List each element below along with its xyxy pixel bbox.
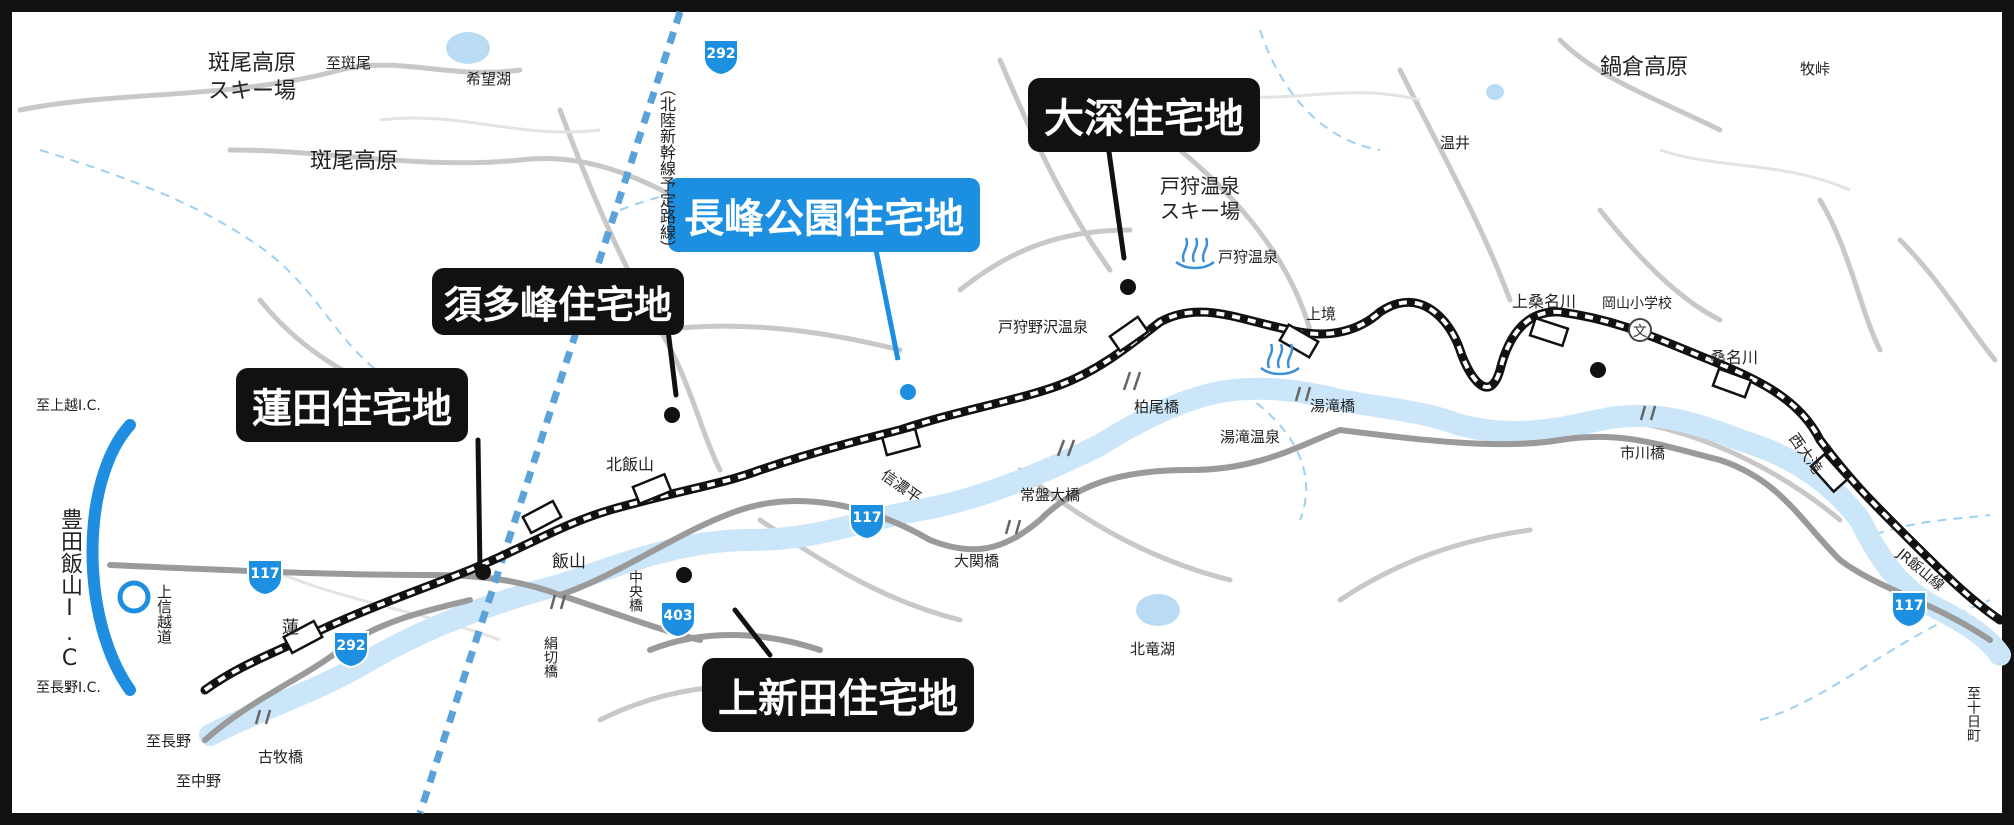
interchange-marker — [117, 580, 151, 614]
label-kita-iiyama: 北飯山 — [606, 455, 655, 474]
label-yutaki-onsen: 湯滝温泉 — [1220, 428, 1281, 446]
expressway-arc — [86, 419, 136, 696]
label-to-nakano: 至中野 — [176, 772, 222, 790]
label-kinugiri-bridge: 絹切橋 — [542, 636, 558, 678]
shinkansen-line — [416, 10, 684, 815]
point-hasuda — [475, 564, 491, 580]
label-kashio-bridge: 柏尾橋 — [1134, 398, 1180, 416]
label-komaki-bridge: 古牧橋 — [258, 748, 304, 766]
point-sutamine — [664, 407, 680, 423]
station-hasu — [282, 619, 324, 655]
label-ic: 豊田飯山I.C. — [57, 508, 82, 696]
label-togari-nozawa: 戸狩野沢温泉 — [998, 318, 1089, 336]
label-madarao-kogen: 斑尾高原 — [310, 149, 399, 174]
point-kamishinden — [676, 567, 692, 583]
station-kamikuwanagawa — [1528, 316, 1570, 348]
stations — [282, 315, 1849, 655]
point-nagamine — [900, 384, 916, 400]
point-omiyama — [1120, 279, 1136, 295]
label-nukui: 温井 — [1440, 134, 1471, 152]
label-chuo-bridge: 中央橋 — [627, 570, 643, 612]
label-madarao-ski: 斑尾高原 スキー場 — [208, 51, 297, 104]
label-hokuryu-lake: 北竜湖 — [1130, 640, 1176, 658]
callout-hasuda[interactable]: 蓮田住宅地 — [236, 368, 468, 442]
route-117-shield-mid: 117 — [846, 500, 888, 540]
label-kamisakai: 上境 — [1306, 305, 1337, 323]
pond-shape — [1486, 84, 1504, 100]
school-marker — [1628, 318, 1652, 342]
route-117-shield-left: 117 — [244, 556, 286, 596]
label-nabekura: 鍋倉高原 — [1600, 55, 1689, 80]
label-to-joetsu: 至上越I.C. — [36, 398, 101, 414]
label-iiyama: 飯山 — [552, 552, 586, 572]
point-kuwanagawa — [1590, 362, 1606, 378]
station-nishiotaki — [1809, 452, 1849, 494]
callout-nagamine-text: 長峰公園住宅地 — [668, 178, 980, 252]
kibo-lake-shape — [446, 32, 490, 64]
national-roads — [107, 427, 1993, 743]
label-kamikuwanagawa: 上桑名川 — [1512, 292, 1577, 311]
station-iiyama — [521, 499, 563, 535]
label-hasu: 蓮 — [282, 618, 299, 638]
jr-railway-dashes — [203, 300, 2002, 692]
label-tokiwa-bridge: 常盤大橋 — [1020, 486, 1081, 504]
label-kibo-lake: 希望湖 — [466, 70, 512, 88]
callout-leaders — [475, 142, 1127, 658]
label-kuwanagawa: 桑名川 — [1710, 348, 1759, 367]
label-to-nagano-ic: 至長野I.C. — [36, 680, 101, 696]
label-shinkansen: （北陸新幹線予定路線） — [657, 80, 676, 256]
bridge-marks — [254, 371, 1657, 725]
station-togari-nozawa — [1108, 315, 1150, 353]
callout-omiyama[interactable]: 大深住宅地 — [1028, 78, 1260, 152]
station-shinanodaira — [880, 427, 922, 457]
label-to-nagano: 至長野 — [146, 732, 192, 750]
school-symbol: 文 — [1633, 324, 1647, 340]
station-kuwanagawa — [1711, 367, 1753, 399]
label-ichikawa-bridge: 市川橋 — [1620, 444, 1666, 462]
label-yutaki-bridge: 湯滝橋 — [1310, 397, 1356, 415]
callout-nagamine[interactable]: 長峰公園住宅地 — [668, 178, 980, 252]
callout-sutamine[interactable]: 須多峰住宅地 — [432, 268, 685, 335]
station-kita-iiyama — [631, 472, 673, 506]
route-292-shield-top: 292 — [700, 36, 742, 76]
hokuryu-lake-shape — [1136, 594, 1180, 626]
callout-leader-blue — [873, 249, 901, 361]
label-to-madarao: 至斑尾 — [326, 54, 372, 72]
label-okayama-school: 岡山小学校 — [1602, 296, 1672, 312]
route-403-shield: 403 — [657, 598, 699, 638]
route-117-shield-right: 117 — [1888, 588, 1930, 628]
label-makitoge: 牧峠 — [1800, 60, 1831, 78]
chikuma-river — [199, 377, 2011, 746]
label-to-tokamachi: 至十日町 — [1965, 686, 1981, 742]
lakes — [446, 32, 1504, 626]
label-ozeki-bridge: 大関橋 — [954, 552, 1000, 570]
callout-kamishinden[interactable]: 上新田住宅地 — [702, 658, 974, 732]
label-togari-onsen: 戸狩温泉 — [1218, 248, 1279, 266]
label-joshin: 上信越道 — [155, 584, 173, 644]
site-points — [475, 279, 1606, 583]
station-kamisakai — [1278, 322, 1320, 360]
label-togari-ski: 戸狩温泉 スキー場 — [1160, 174, 1240, 223]
hot-spring-icons — [1175, 237, 1300, 376]
route-292-shield-bottom: 292 — [330, 628, 372, 668]
